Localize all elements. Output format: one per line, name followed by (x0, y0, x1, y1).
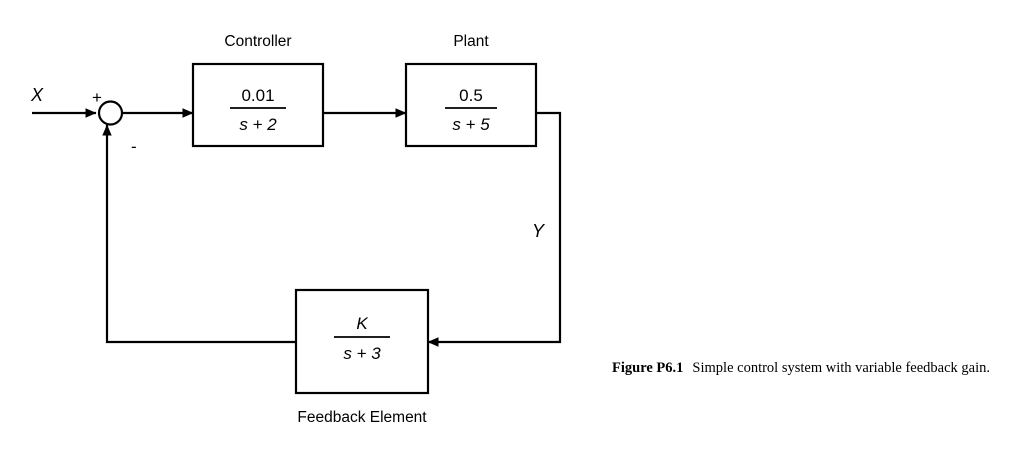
output-signal-path (427, 111, 562, 347)
summing-junction (97, 100, 124, 126)
feedback-denominator: s + 3 (343, 344, 381, 363)
feedback-return-path (102, 124, 296, 344)
controller-denominator: s + 2 (239, 115, 277, 134)
controller-numerator: 0.01 (241, 86, 274, 105)
summing-plus-sign: + (92, 88, 102, 107)
block-controller: 0.01 s + 2 (191, 62, 325, 148)
input-signal-label: X (30, 85, 44, 105)
plant-denominator: s + 5 (452, 115, 490, 134)
feedback-numerator: K (356, 314, 368, 333)
controller-title: Controller (224, 33, 291, 50)
figure-caption-number: Figure P6.1 (612, 360, 684, 376)
output-signal-label: Y (532, 221, 546, 241)
block-plant: 0.5 s + 5 (404, 62, 538, 148)
block-feedback-element: K s + 3 (294, 288, 430, 395)
controller-box (191, 62, 325, 148)
figure-caption: Figure P6.1 Simple control system with va… (612, 358, 1008, 379)
figure-caption-text: Simple control system with variable feed… (692, 360, 990, 376)
plant-numerator: 0.5 (459, 86, 483, 105)
feedback-element-title: Feedback Element (297, 409, 427, 426)
summing-minus-sign: - (131, 137, 137, 156)
plant-box (404, 62, 538, 148)
plant-title: Plant (453, 33, 489, 50)
feedback-box (294, 288, 430, 395)
